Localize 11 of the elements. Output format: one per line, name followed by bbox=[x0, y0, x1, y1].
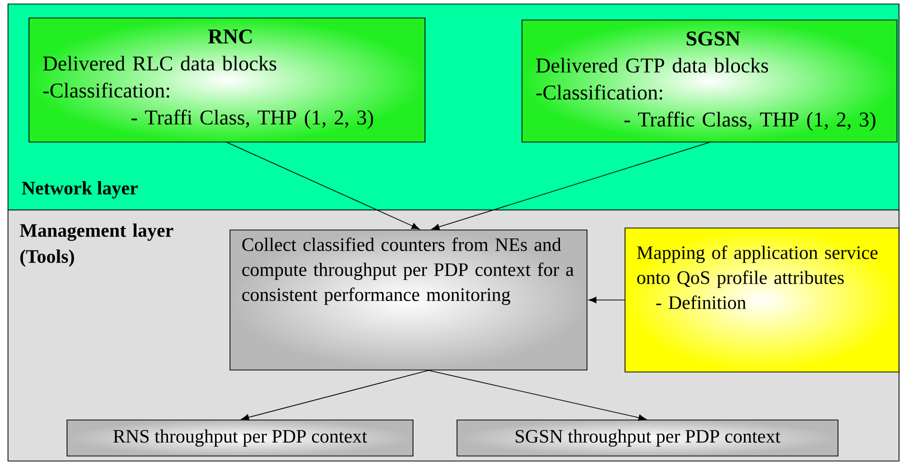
network-element-box: SGSN Delivered GTP data blocks -Classification: - Traffic Class, THP (1, 2, 3) bbox=[522, 20, 898, 142]
process-box: Mapping of application service onto QoS profile attributes - Definition bbox=[624, 228, 900, 372]
result-box: RNS throughput per PDP context bbox=[66, 420, 414, 456]
arrow bbox=[428, 370, 646, 421]
arrow bbox=[226, 142, 420, 230]
arrow bbox=[588, 296, 625, 304]
arrow bbox=[432, 142, 710, 230]
network-element-box: RNC Delivered RLC data blocks -Classification: - Traffi Class, THP (1, 2, 3) bbox=[28, 18, 426, 142]
arrow bbox=[241, 370, 429, 421]
result-box: SGSN throughput per PDP context bbox=[456, 420, 838, 456]
process-box: Collect classified counters from NEs and compute throughput per PDP context for a consistent performance monitoring bbox=[230, 230, 588, 370]
